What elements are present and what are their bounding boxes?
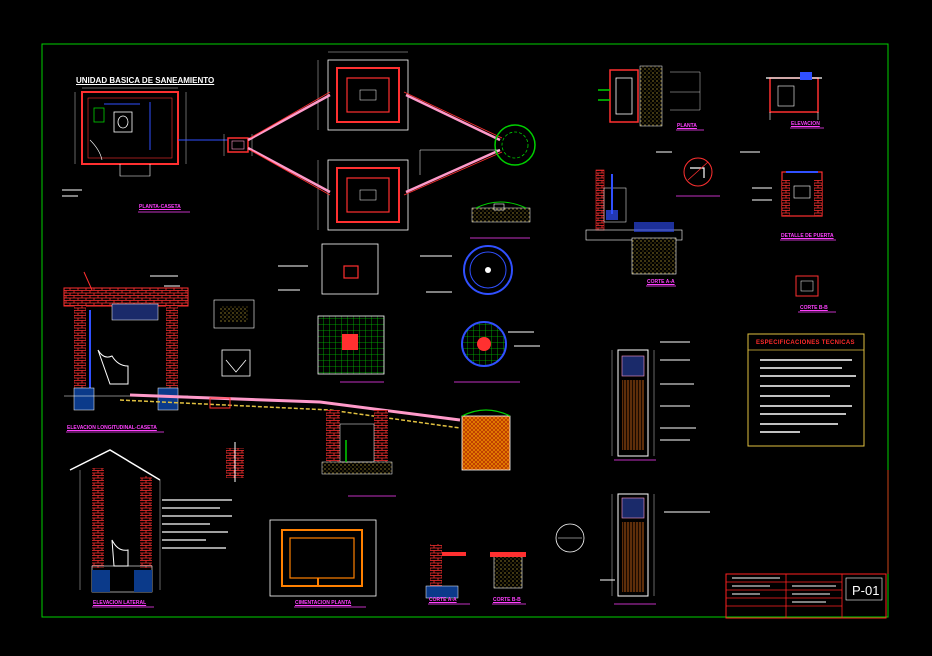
vent-detail <box>226 442 244 482</box>
circular-cover <box>461 245 513 367</box>
pipe-network <box>247 93 501 194</box>
elevacion-longitudinal <box>63 271 189 411</box>
trap-detail <box>213 299 255 377</box>
sheet-border <box>41 43 889 618</box>
wall-section <box>585 169 683 275</box>
pit-plan-top <box>317 51 409 131</box>
slab-grid <box>317 243 385 375</box>
pit-plan-bottom <box>317 159 409 231</box>
corte-a-a-bottom <box>425 544 466 599</box>
elevacion-detail <box>766 72 822 120</box>
tank-section <box>461 409 511 471</box>
pit-section <box>321 410 393 475</box>
specs-title: ESPECIFICACIONES TECNICAS <box>756 340 855 346</box>
notes-block <box>162 499 232 549</box>
title-block <box>725 470 889 619</box>
view-title-planta-caseta: PLANTA-CASETA <box>139 204 181 210</box>
view-title-planta: PLANTA <box>677 123 697 129</box>
sheet-number: P-01 <box>852 583 880 598</box>
view-title-elevacion-lateral: ELEVACION LATERAL <box>93 600 147 606</box>
corte-b-b-bottom <box>490 552 526 589</box>
pipe-bed-detail <box>471 201 531 223</box>
plan-caseta <box>74 87 228 177</box>
note-circle <box>555 523 585 553</box>
view-title-corte-a-a-bottom: CORTE A-A <box>429 597 457 603</box>
door-elevation-2 <box>611 493 655 597</box>
door-elevation-1 <box>611 349 655 457</box>
detalle-puerta <box>781 171 823 217</box>
well-circle <box>494 124 536 166</box>
annotation-marks <box>62 151 772 581</box>
elevacion-lateral <box>69 449 161 593</box>
view-title-elevacion-longitudinal: ELEVACION LONGITUDINAL-CASETA <box>67 425 157 431</box>
view-title-cimentacion-planta: CIMENTACION PLANTA <box>295 600 352 606</box>
view-title-elevacion: ELEVACION <box>791 121 820 127</box>
planta-detail <box>598 65 701 127</box>
view-title-detalle-puerta: DETALLE DE PUERTA <box>781 233 834 239</box>
cimentacion-plan <box>269 519 377 597</box>
specs-box-frame <box>747 333 865 447</box>
view-title-corte-a-a-top: CORTE A-A <box>647 279 675 285</box>
view-title-corte-b-b-bottom: CORTE B-B <box>493 597 521 603</box>
view-title-corte-b-b-top: CORTE B-B <box>800 305 828 311</box>
corte-small <box>795 275 819 297</box>
drawing-title: UNIDAD BASICA DE SANEAMIENTO <box>76 76 215 85</box>
faucet-detail <box>683 157 713 187</box>
inspection-box <box>223 134 253 156</box>
